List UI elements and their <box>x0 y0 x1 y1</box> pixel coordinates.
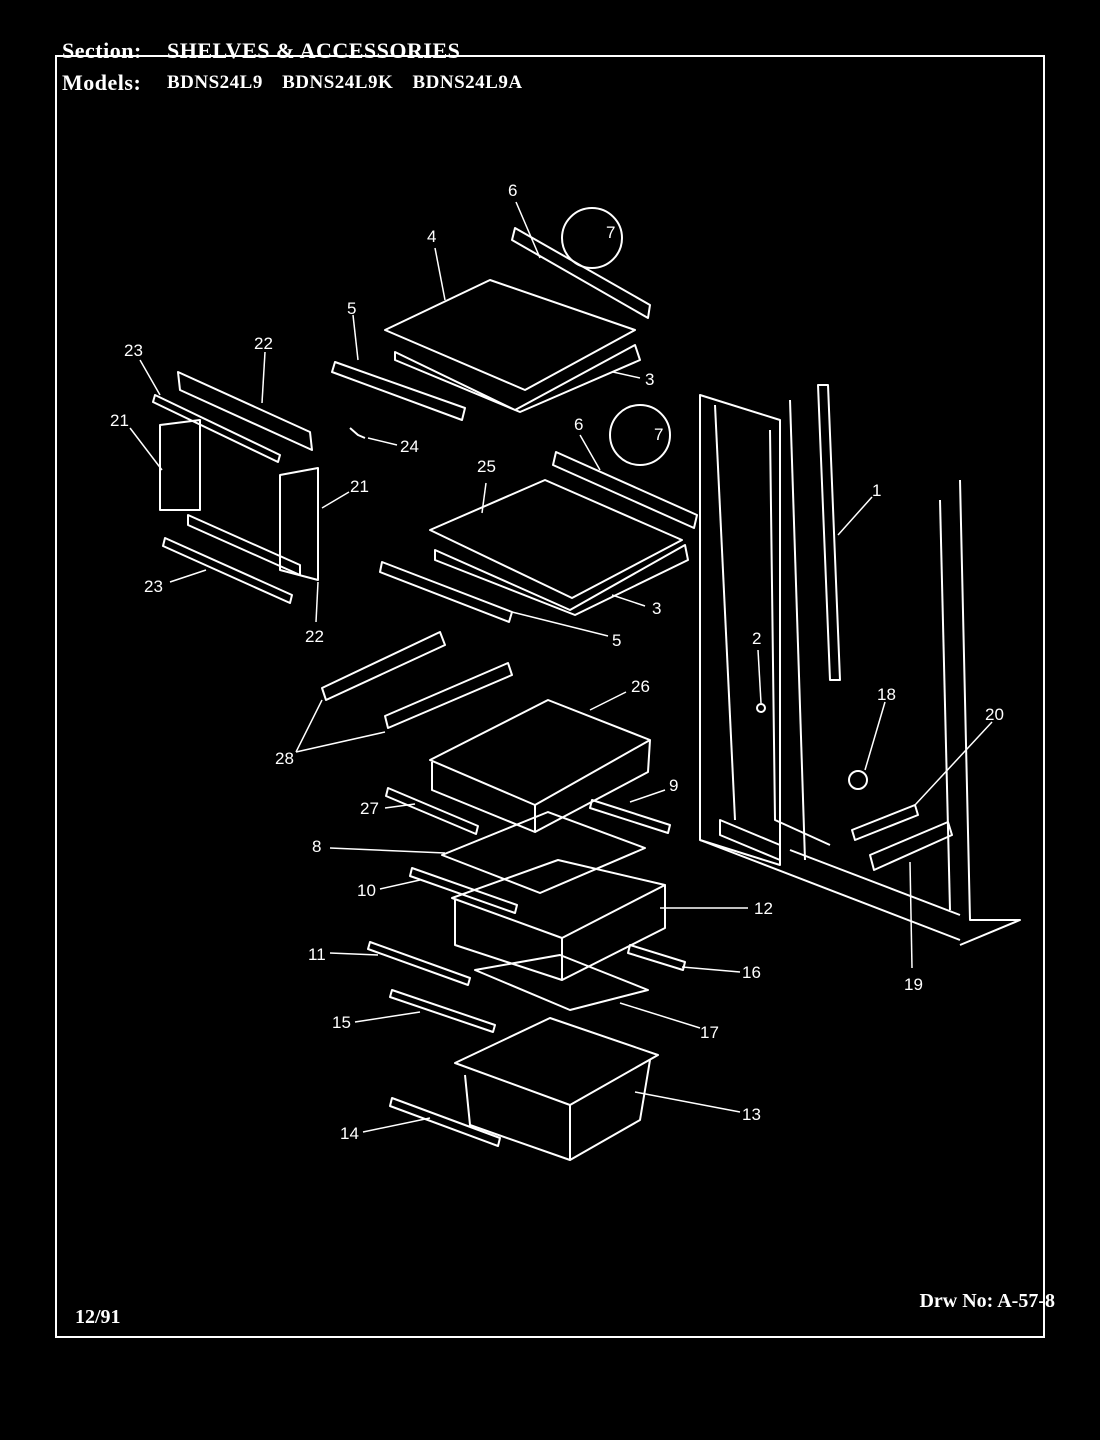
callout-label: 2 <box>752 629 761 648</box>
middle-shelf-front-trim <box>379 561 513 623</box>
callout-label: 23 <box>144 577 163 596</box>
callout-label: 9 <box>669 776 678 795</box>
callout-label: 15 <box>332 1013 351 1032</box>
callout-label: 7 <box>606 223 615 242</box>
callout-label: 5 <box>612 631 621 650</box>
drawing-date: 12/91 <box>75 1306 121 1328</box>
callout-label: 4 <box>427 227 436 246</box>
callout-label: 21 <box>350 477 369 496</box>
crisper-rail <box>321 631 446 701</box>
section-label: Section: <box>62 38 142 63</box>
control-knob <box>848 770 868 790</box>
shelf-stop-detail <box>561 207 623 269</box>
screw <box>756 703 766 713</box>
middle-shelf-frame <box>434 544 689 616</box>
callout-label: 3 <box>645 370 654 389</box>
meat-pan-body <box>431 762 536 833</box>
upper-shelf-rear-trim <box>511 227 651 319</box>
crisper-trim <box>389 989 496 1033</box>
refrigerator-liner <box>699 394 1021 946</box>
callout-label: 24 <box>400 437 419 456</box>
cover-trim <box>385 787 479 835</box>
door-bin-base <box>187 514 301 576</box>
light-shield <box>869 821 953 871</box>
callout-label: 8 <box>312 837 321 856</box>
crisper-rail <box>384 662 513 729</box>
callout-label: 1 <box>872 481 881 500</box>
drawing-frame <box>55 55 1045 1338</box>
crisper-pan-side <box>561 885 666 981</box>
callout-label: 27 <box>360 799 379 818</box>
upper-shelf-frame <box>394 344 641 413</box>
callout-label: 14 <box>340 1124 359 1143</box>
upper-shelf-glass <box>384 279 636 391</box>
callout-label: 26 <box>631 677 650 696</box>
callout-label: 5 <box>347 299 356 318</box>
bottom-crisper-body <box>464 1074 571 1161</box>
model-number: BDNS24L9A <box>412 72 523 93</box>
callout-label: 6 <box>574 415 583 434</box>
callout-label: 28 <box>275 749 294 768</box>
crisper-trim <box>367 941 471 986</box>
callout-labels: 1 2 3 3 4 5 5 6 6 7 7 8 9 10 11 12 13 14… <box>110 181 1004 1143</box>
models-list: BDNS24L9 BDNS24L9K BDNS24L9A <box>167 72 537 94</box>
callout-label: 12 <box>754 899 773 918</box>
clip <box>349 427 366 439</box>
middle-shelf-rear-trim <box>552 451 698 529</box>
door-bin-trim <box>152 394 281 463</box>
callout-label: 16 <box>742 963 761 982</box>
callout-label: 18 <box>877 685 896 704</box>
models-label: Models: <box>62 70 142 95</box>
section-title: SHELVES & ACCESSORIES <box>167 38 461 63</box>
callout-label: 10 <box>357 881 376 900</box>
door-bin-trim <box>162 537 293 604</box>
callout-label: 17 <box>700 1023 719 1042</box>
callout-label: 19 <box>904 975 923 994</box>
middle-shelf-glass <box>429 479 683 599</box>
model-number: BDNS24L9 <box>167 72 263 93</box>
door-bin <box>177 371 313 451</box>
callout-label: 11 <box>308 945 326 964</box>
bottom-crisper-side <box>569 1059 651 1161</box>
leader-lines <box>129 201 993 1133</box>
callout-label: 23 <box>124 341 143 360</box>
drawing-number: Drw No: A-57-8 <box>919 1290 1055 1312</box>
callout-label: 21 <box>110 411 129 430</box>
model-number: BDNS24L9K <box>282 72 394 93</box>
crisper-trim <box>389 1097 501 1147</box>
callout-label: 22 <box>305 627 324 646</box>
door-bin <box>279 467 319 581</box>
callout-label: 20 <box>985 705 1004 724</box>
shelf-rail <box>817 384 841 681</box>
crisper-cover-glass <box>441 811 646 894</box>
cover-trim <box>589 799 671 834</box>
upper-shelf-front-trim <box>331 361 466 421</box>
callout-label: 7 <box>654 425 663 444</box>
callout-label: 13 <box>742 1105 761 1124</box>
cover-trim <box>409 867 518 914</box>
shelf-stop-detail <box>609 404 671 466</box>
door-bin <box>159 419 201 511</box>
callout-label: 6 <box>508 181 517 200</box>
callout-label: 3 <box>652 599 661 618</box>
meat-pan-side <box>534 739 651 833</box>
callout-label: 25 <box>477 457 496 476</box>
callout-label: 22 <box>254 334 273 353</box>
crisper-pan-body <box>454 900 563 981</box>
light-bracket <box>851 804 919 841</box>
crisper-slide <box>627 944 686 971</box>
crisper-support <box>474 954 649 1011</box>
bottom-crisper <box>454 1017 659 1106</box>
